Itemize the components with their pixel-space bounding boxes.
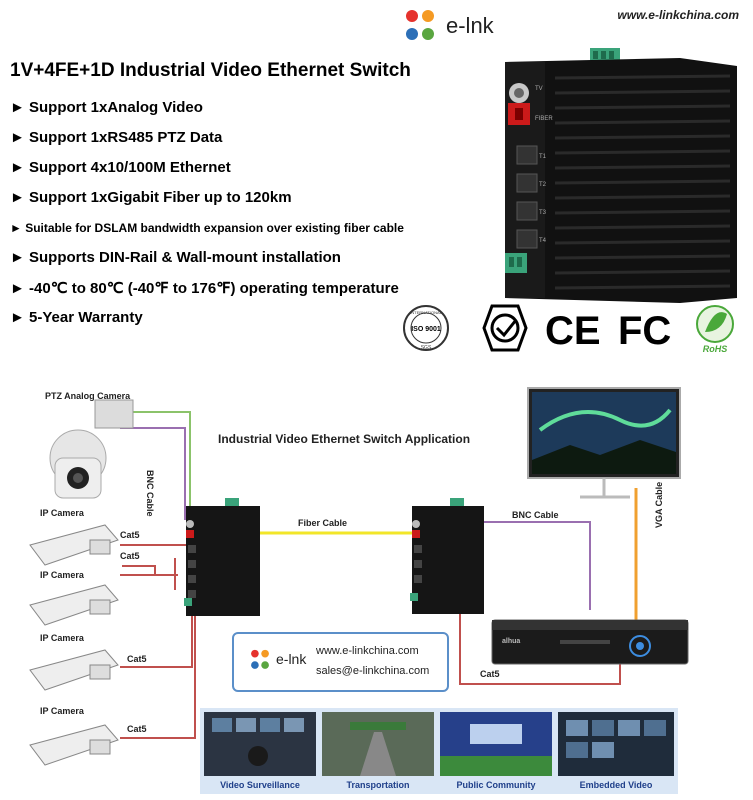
ptz-camera-label: PTZ Analog Camera: [45, 391, 131, 401]
cat5-label: Cat5: [127, 654, 147, 664]
contact-box: e-lnk www.e-linkchina.com sales@e-linkch…: [232, 632, 449, 692]
diagram-title: Industrial Video Ethernet Switch Applica…: [218, 432, 471, 446]
terminal-block-icon: [505, 253, 527, 273]
ip-camera-label: IP Camera: [40, 706, 84, 716]
control-wire: [130, 411, 191, 520]
contact-website[interactable]: www.e-linkchina.com: [316, 645, 419, 657]
ethernet-port-label: T4: [539, 238, 547, 244]
ip-camera-icon: [29, 649, 119, 691]
application-label: Transportation: [346, 780, 410, 790]
feature-item: ► Support 1xGigabit Fiber up to 120km: [10, 189, 292, 206]
cat5-label: Cat5: [480, 669, 500, 679]
switch-unit-icon: [410, 498, 484, 614]
ethernet-port-label: T1: [539, 154, 547, 160]
bnc-cable-label: BNC Cable: [145, 470, 155, 517]
brand-name: e-lnk: [446, 13, 494, 38]
fiber-port-label: FIBER: [535, 116, 553, 122]
fc-mark: FC: [618, 309, 671, 353]
bnc-cable-line: [120, 427, 186, 520]
feature-item: ► Suitable for DSLAM bandwidth expansion…: [10, 221, 404, 235]
cat5-label: Cat5: [120, 551, 140, 561]
ip-camera-label: IP Camera: [40, 633, 84, 643]
feature-item: ► Support 1xAnalog Video: [10, 99, 203, 116]
ip-camera-label: IP Camera: [40, 508, 84, 518]
e-link-logo-icon: [251, 649, 269, 669]
cat5-label: Cat5: [127, 724, 147, 734]
cat5-line: [120, 605, 196, 739]
feature-item: ► Support 1xRS485 PTZ Data: [10, 129, 223, 146]
page-title: 1V+4FE+1D Industrial Video Ethernet Swit…: [10, 60, 411, 81]
ethernet-port-label: T2: [539, 182, 547, 188]
application-label: Public Community: [456, 780, 536, 790]
website-url[interactable]: www.e-linkchina.com: [617, 8, 739, 22]
ethernet-port-label: T3: [539, 210, 547, 216]
brand-logo: e-lnk: [398, 4, 494, 48]
certification-logos: INTERNATIONAL ISO 9001 SGS CE FC RoHS: [403, 304, 734, 354]
application-diagram: alhua: [29, 387, 689, 766]
video-surveillance-thumb: [204, 712, 316, 776]
feature-item: ► Support 4x10/100M Ethernet: [10, 159, 231, 176]
contact-brand: e-lnk: [276, 651, 307, 667]
contact-email[interactable]: sales@e-linkchina.com: [316, 665, 430, 677]
cat5-line: [122, 565, 156, 574]
switch-device-image: TV FIBER T1 T2 T3 T4: [505, 48, 737, 303]
svg-text:alhua: alhua: [502, 638, 520, 645]
iso-9001-icon: INTERNATIONAL ISO 9001 SGS: [403, 305, 449, 351]
ip-camera-icon: [29, 524, 119, 566]
fiber-cable-label: Fiber Cable: [298, 518, 348, 528]
transportation-thumb: [322, 712, 434, 776]
svg-text:ISO 9001: ISO 9001: [411, 326, 441, 333]
application-label: Embedded Video: [579, 780, 653, 790]
rcm-check-icon: [482, 304, 528, 352]
feature-item: ► -40℃ to 80℃ (-40℉ to 176℉) operating t…: [10, 280, 399, 297]
application-label: Video Surveillance: [220, 780, 300, 790]
video-port-label: TV: [535, 86, 543, 92]
ip-camera-icon: [29, 584, 119, 626]
vga-cable-label: VGA Cable: [654, 481, 664, 528]
ptz-camera-icon: [49, 399, 134, 499]
svg-text:INTERNATIONAL: INTERNATIONAL: [410, 310, 442, 315]
ip-camera-icon: [29, 724, 119, 766]
public-community-thumb: [440, 712, 552, 776]
bnc-cable-label: BNC Cable: [512, 510, 559, 520]
ip-camera-label: IP Camera: [40, 570, 84, 580]
svg-text:RoHS: RoHS: [703, 344, 728, 354]
switch-unit-icon: [184, 498, 260, 616]
cat5-label: Cat5: [120, 530, 140, 540]
embedded-video-thumb: [558, 712, 674, 776]
nvr-recorder-icon: alhua: [491, 619, 689, 665]
svg-text:SGS: SGS: [421, 345, 432, 351]
application-thumbnails: [200, 708, 678, 794]
rohs-leaf-icon: RoHS: [696, 305, 734, 354]
feature-item: ► Supports DIN-Rail & Wall-mount install…: [10, 249, 341, 266]
feature-item: ► 5-Year Warranty: [10, 309, 143, 326]
monitor-icon: [527, 387, 681, 499]
cat5-line: [120, 600, 193, 668]
ce-mark: CE: [545, 309, 601, 353]
e-link-logo-icon: [406, 10, 434, 40]
